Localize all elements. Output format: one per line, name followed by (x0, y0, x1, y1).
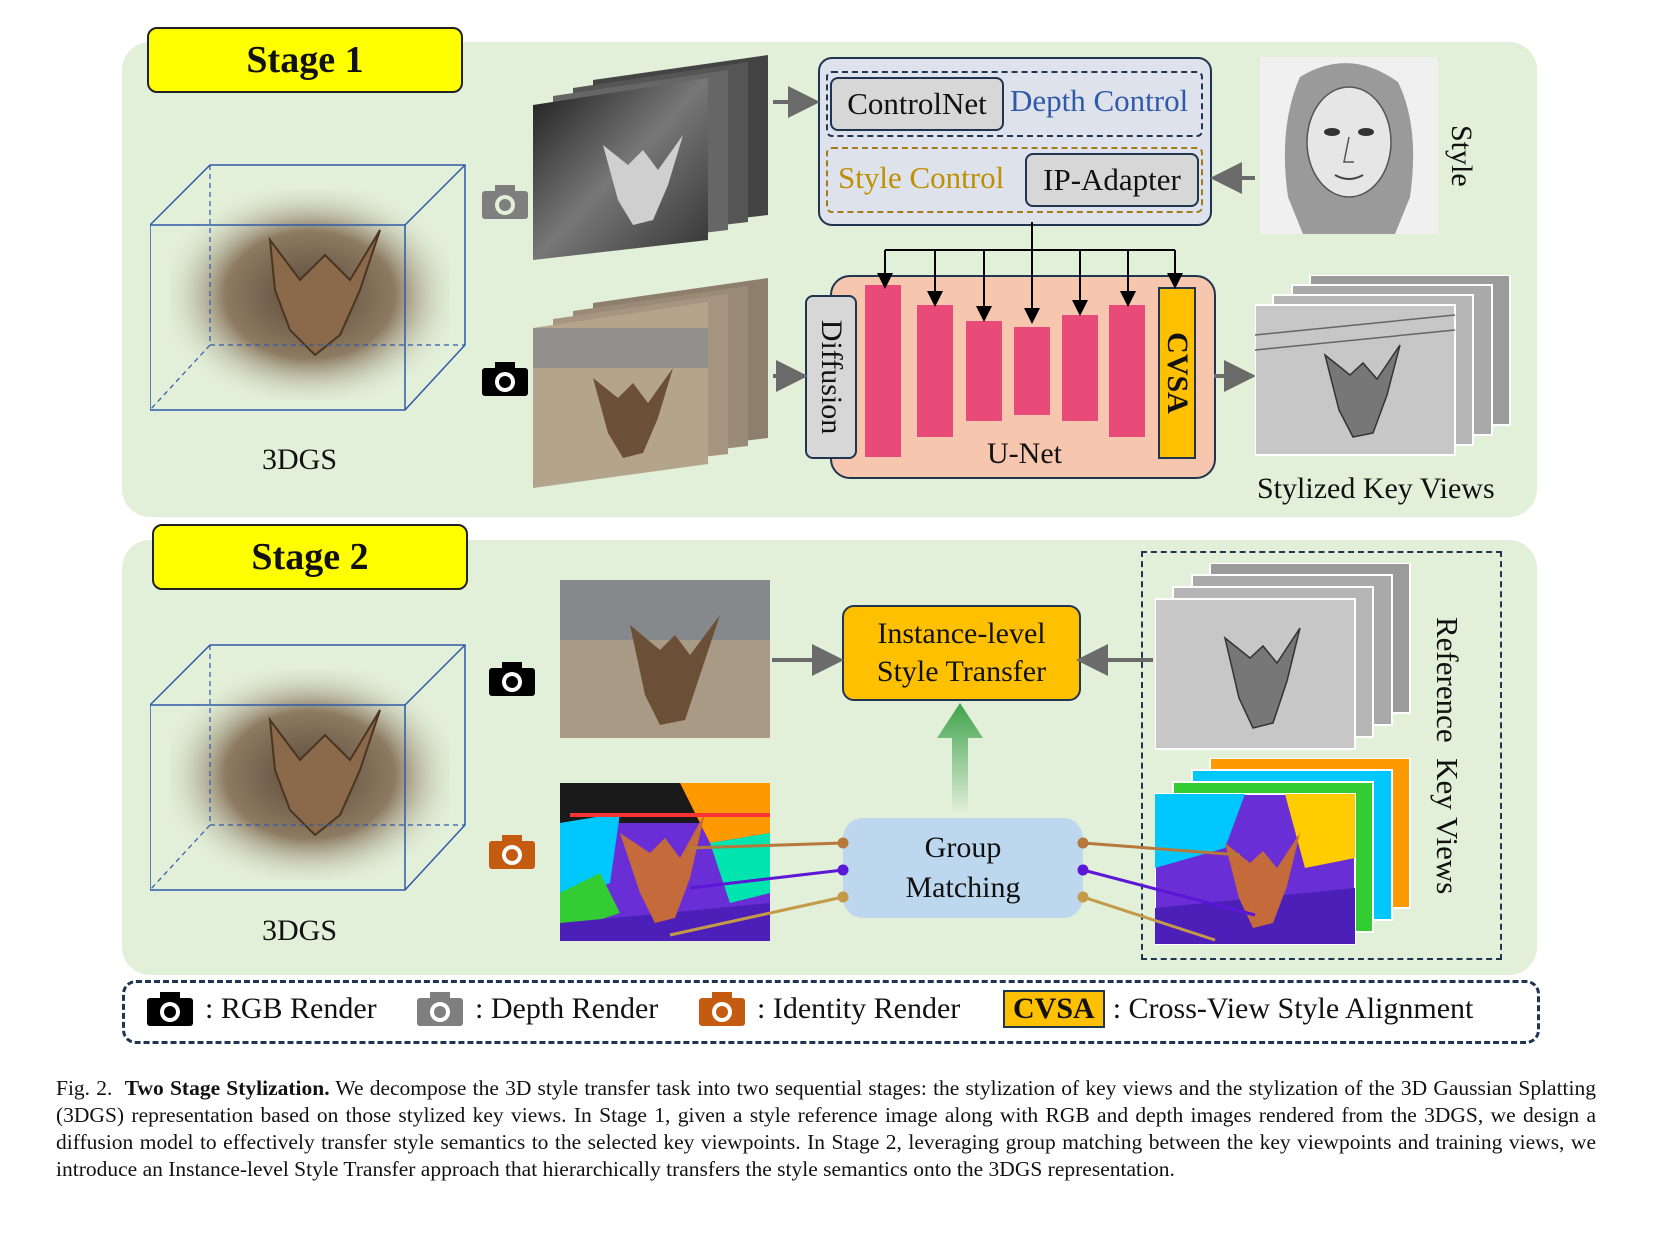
caption-prefix: Fig. 2. (56, 1076, 113, 1100)
legend-box (122, 980, 1540, 1044)
identity-segmentation-image (560, 783, 770, 941)
identity-camera-icon (699, 992, 745, 1026)
caption-title: Two Stage Stylization. (124, 1076, 330, 1100)
stage1-badge: Stage 1 (147, 27, 463, 93)
rgb-camera-icon (487, 660, 537, 703)
stage2-badge: Stage 2 (152, 524, 468, 590)
legend-rgb: : RGB Render (145, 990, 377, 1028)
style-control-label: Style Control (838, 160, 1005, 195)
stylized-key-views-stack (1254, 274, 1515, 470)
legend-cvsa: CVSA : Cross-View Style Alignment (1003, 990, 1473, 1028)
stage2-3dgs-label: 3DGS (262, 914, 338, 947)
depth-camera-icon (417, 992, 463, 1026)
instance-style-transfer-box: Instance-level Style Transfer (842, 605, 1081, 701)
style-control-dashed (826, 147, 1203, 213)
figure-caption: Fig. 2. Two Stage Stylization. We decomp… (56, 1075, 1596, 1183)
stage1-3dgs-cube (149, 160, 470, 425)
identity-camera-icon (487, 833, 537, 876)
stylized-key-views-label: Stylized Key Views (1257, 472, 1495, 505)
depth-camera-icon (480, 183, 530, 226)
reference-sketch-stack (1154, 562, 1415, 763)
group-matching-box: Group Matching (843, 818, 1083, 918)
controlnet-box: ControlNet (830, 77, 1004, 131)
unet-label: U-Net (987, 437, 1062, 470)
stage1-3dgs-label: 3DGS (262, 443, 338, 476)
rgb-image-stack (533, 278, 773, 488)
stage2-3dgs-cube (149, 640, 470, 905)
legend-identity: : Identity Render (697, 990, 960, 1028)
depth-control-dashed (826, 71, 1203, 137)
rgb-camera-icon (147, 992, 193, 1026)
cvsa-legend-badge: CVSA (1003, 990, 1105, 1028)
style-label: Style (1445, 125, 1478, 187)
legend-depth: : Depth Render (415, 990, 658, 1028)
green-up-arrow (935, 703, 985, 813)
ip-adapter-box: IP-Adapter (1025, 153, 1199, 207)
diffusion-box: Diffusion (805, 295, 857, 459)
depth-image-stack (533, 50, 773, 260)
reference-key-views-label: Reference Key Views (1430, 617, 1465, 895)
unet-blocks (865, 285, 1155, 460)
style-reference-image (1260, 57, 1438, 235)
reference-key-views-box (1141, 551, 1502, 960)
reference-segmentation-stack (1154, 757, 1415, 953)
cvsa-block: CVSA (1158, 287, 1196, 459)
rgb-camera-icon (480, 360, 530, 403)
caption-body: We decompose the 3D style transfer task … (56, 1076, 1596, 1181)
depth-control-label: Depth Control (1010, 83, 1189, 118)
rgb-render-image (560, 580, 770, 738)
